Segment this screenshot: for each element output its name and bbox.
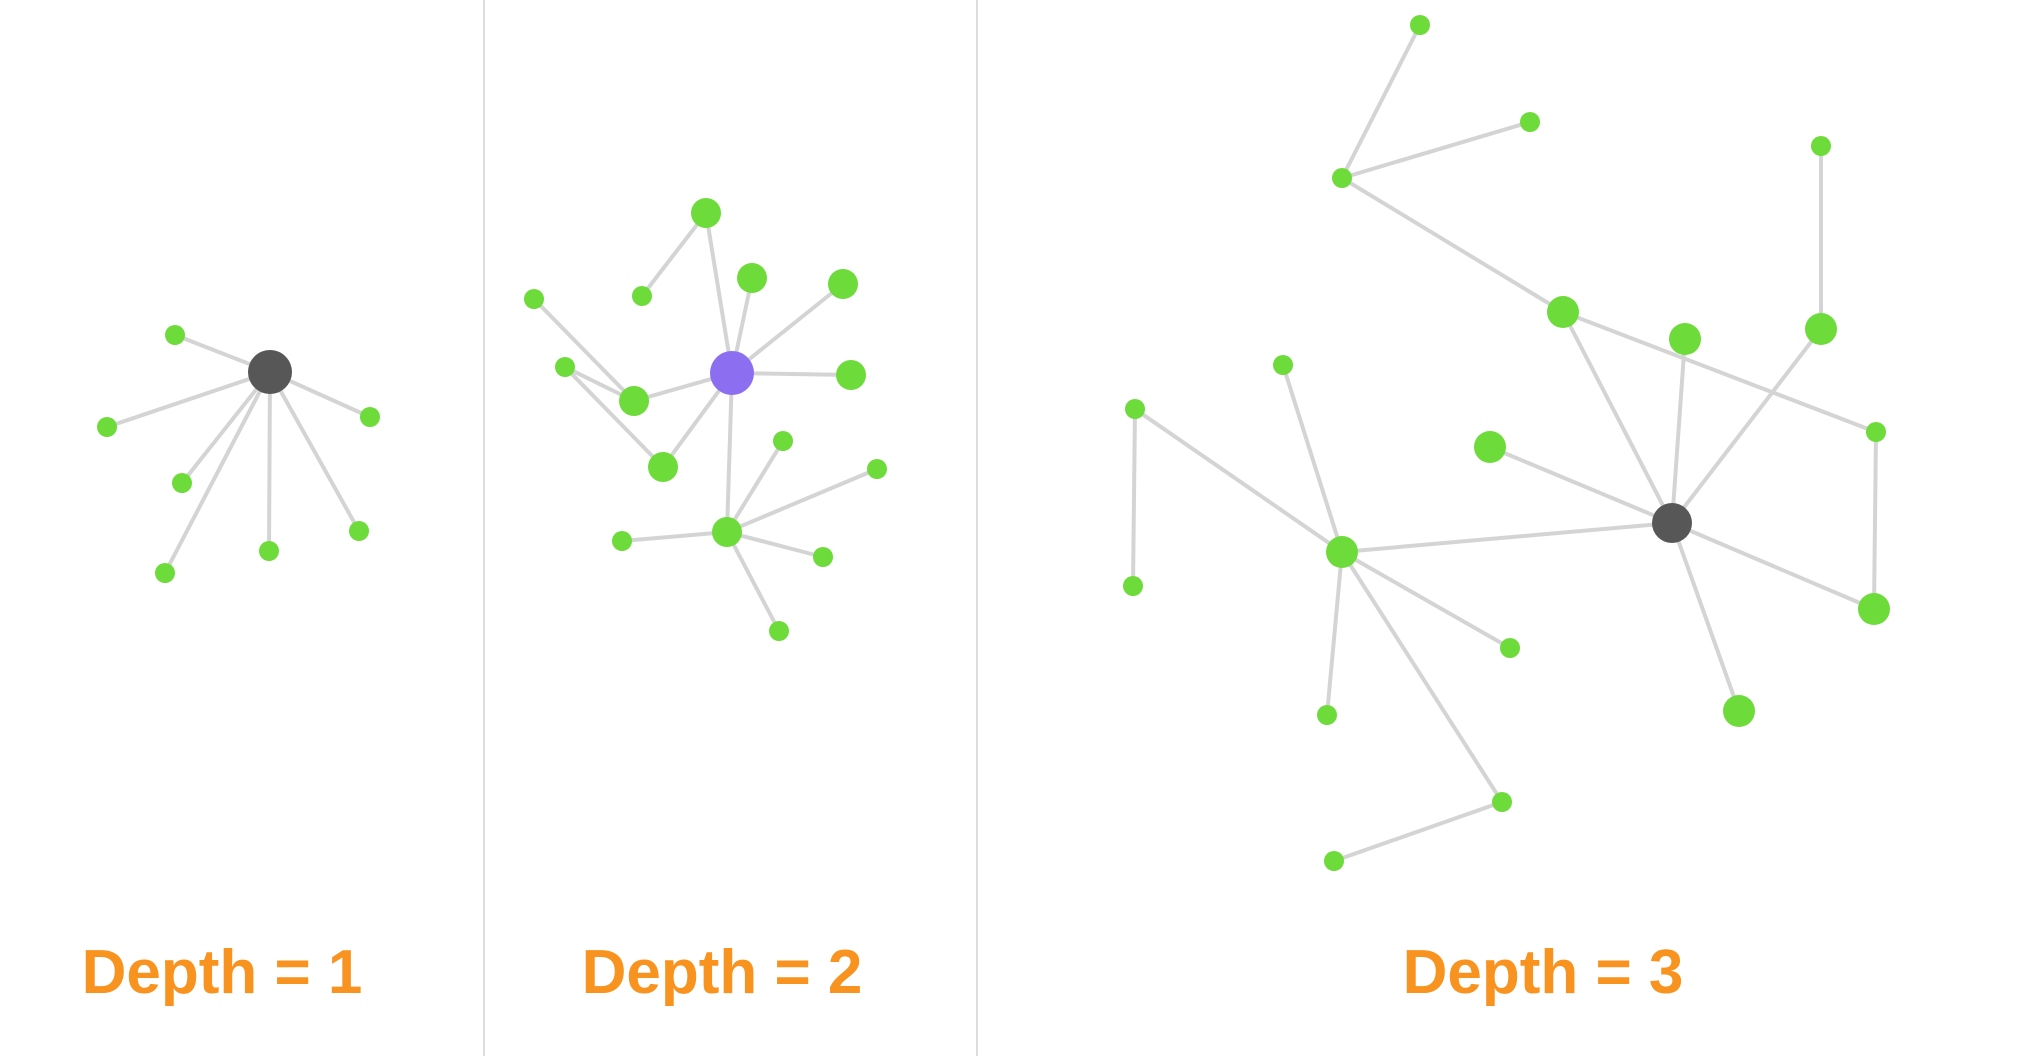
leaf-node-2-12[interactable] — [867, 459, 887, 479]
leaf-node-2-7[interactable] — [712, 517, 742, 547]
leaf-node-2-2[interactable] — [737, 263, 767, 293]
leaf-node-1-3[interactable] — [172, 473, 192, 493]
edge-2-0 — [704, 211, 734, 375]
edge-3-5 — [1670, 521, 1876, 611]
edge-3-0 — [1340, 521, 1674, 554]
leaf-node-2-3[interactable] — [828, 269, 858, 299]
root-node-3-0[interactable] — [1652, 503, 1692, 543]
leaf-node-3-7[interactable] — [1723, 695, 1755, 727]
edge-2-11 — [725, 439, 785, 534]
leaf-node-2-14[interactable] — [813, 547, 833, 567]
edge-1-1 — [105, 370, 272, 429]
edge-3-11 — [1340, 23, 1422, 180]
leaf-node-3-9[interactable] — [1811, 136, 1831, 156]
edge-3-12 — [1340, 120, 1532, 180]
panel-depth-1 — [97, 325, 380, 583]
leaf-node-2-8[interactable] — [632, 286, 652, 306]
edge-2-8 — [532, 297, 636, 403]
leaf-node-3-10[interactable] — [1332, 168, 1352, 188]
leaf-node-2-11[interactable] — [773, 431, 793, 451]
edge-2-10 — [563, 365, 665, 469]
edge-1-5 — [268, 370, 361, 533]
leaf-node-1-1[interactable] — [165, 325, 185, 345]
depth-1-label: Depth = 1 — [82, 938, 363, 1007]
leaf-node-2-1[interactable] — [691, 198, 721, 228]
edge-3-3 — [1670, 327, 1823, 525]
leaf-node-3-6[interactable] — [1858, 593, 1890, 625]
edge-2-13 — [620, 530, 729, 543]
leaf-node-3-15[interactable] — [1123, 576, 1143, 596]
leaf-node-3-4[interactable] — [1805, 313, 1837, 345]
edge-3-14 — [1133, 407, 1344, 554]
edge-1-3 — [163, 370, 272, 575]
leaf-node-2-13[interactable] — [612, 531, 632, 551]
depth-3-label: Depth = 3 — [1403, 938, 1684, 1007]
edge-3-19 — [1332, 800, 1504, 863]
leaf-node-2-9[interactable] — [524, 289, 544, 309]
edge-2-2 — [730, 282, 845, 375]
leaf-node-1-4[interactable] — [155, 563, 175, 583]
leaf-node-3-12[interactable] — [1520, 112, 1540, 132]
leaf-node-3-18[interactable] — [1492, 792, 1512, 812]
edge-3-6 — [1670, 521, 1741, 713]
leaf-node-3-5[interactable] — [1474, 431, 1506, 463]
edge-2-6 — [725, 371, 734, 534]
leaf-node-3-17[interactable] — [1317, 705, 1337, 725]
leaf-node-3-1[interactable] — [1326, 536, 1358, 568]
leaf-node-1-5[interactable] — [259, 541, 279, 561]
edge-2-7 — [640, 211, 708, 298]
leaf-node-3-2[interactable] — [1547, 296, 1579, 328]
edge-1-2 — [180, 370, 272, 485]
leaf-node-3-19[interactable] — [1324, 851, 1344, 871]
root-node-1-0[interactable] — [248, 350, 292, 394]
leaf-node-2-10[interactable] — [555, 357, 575, 377]
panel-depth-2 — [524, 198, 887, 641]
depth-2-label: Depth = 2 — [582, 938, 863, 1007]
leaf-node-2-5[interactable] — [619, 386, 649, 416]
edge-3-2 — [1670, 337, 1687, 525]
edge-1-4 — [267, 370, 272, 553]
leaf-node-3-14[interactable] — [1125, 399, 1145, 419]
edge-3-1 — [1561, 310, 1674, 525]
leaf-node-3-13[interactable] — [1273, 355, 1293, 375]
leaf-node-2-6[interactable] — [648, 452, 678, 482]
panel-depth-3 — [1123, 15, 1890, 871]
edge-2-14 — [725, 530, 825, 559]
leaf-node-2-4[interactable] — [836, 360, 866, 390]
leaf-node-1-2[interactable] — [97, 417, 117, 437]
edge-3-16 — [1340, 550, 1512, 650]
edge-3-4 — [1488, 445, 1674, 525]
edge-3-18 — [1340, 550, 1504, 804]
edge-3-7 — [1561, 310, 1878, 434]
edge-3-15 — [1131, 407, 1137, 588]
leaf-node-1-6[interactable] — [349, 521, 369, 541]
edge-2-15 — [725, 530, 781, 633]
leaf-node-3-16[interactable] — [1500, 638, 1520, 658]
leaf-node-3-11[interactable] — [1410, 15, 1430, 35]
focus-node-2-0[interactable] — [710, 351, 754, 395]
leaf-node-2-15[interactable] — [769, 621, 789, 641]
edge-3-13 — [1281, 363, 1344, 554]
leaf-node-3-8[interactable] — [1866, 422, 1886, 442]
edge-3-8 — [1872, 430, 1878, 611]
leaf-node-1-7[interactable] — [360, 407, 380, 427]
edge-2-12 — [725, 467, 879, 534]
leaf-node-3-3[interactable] — [1669, 323, 1701, 355]
edge-3-10 — [1340, 176, 1565, 314]
edge-3-17 — [1325, 550, 1344, 717]
